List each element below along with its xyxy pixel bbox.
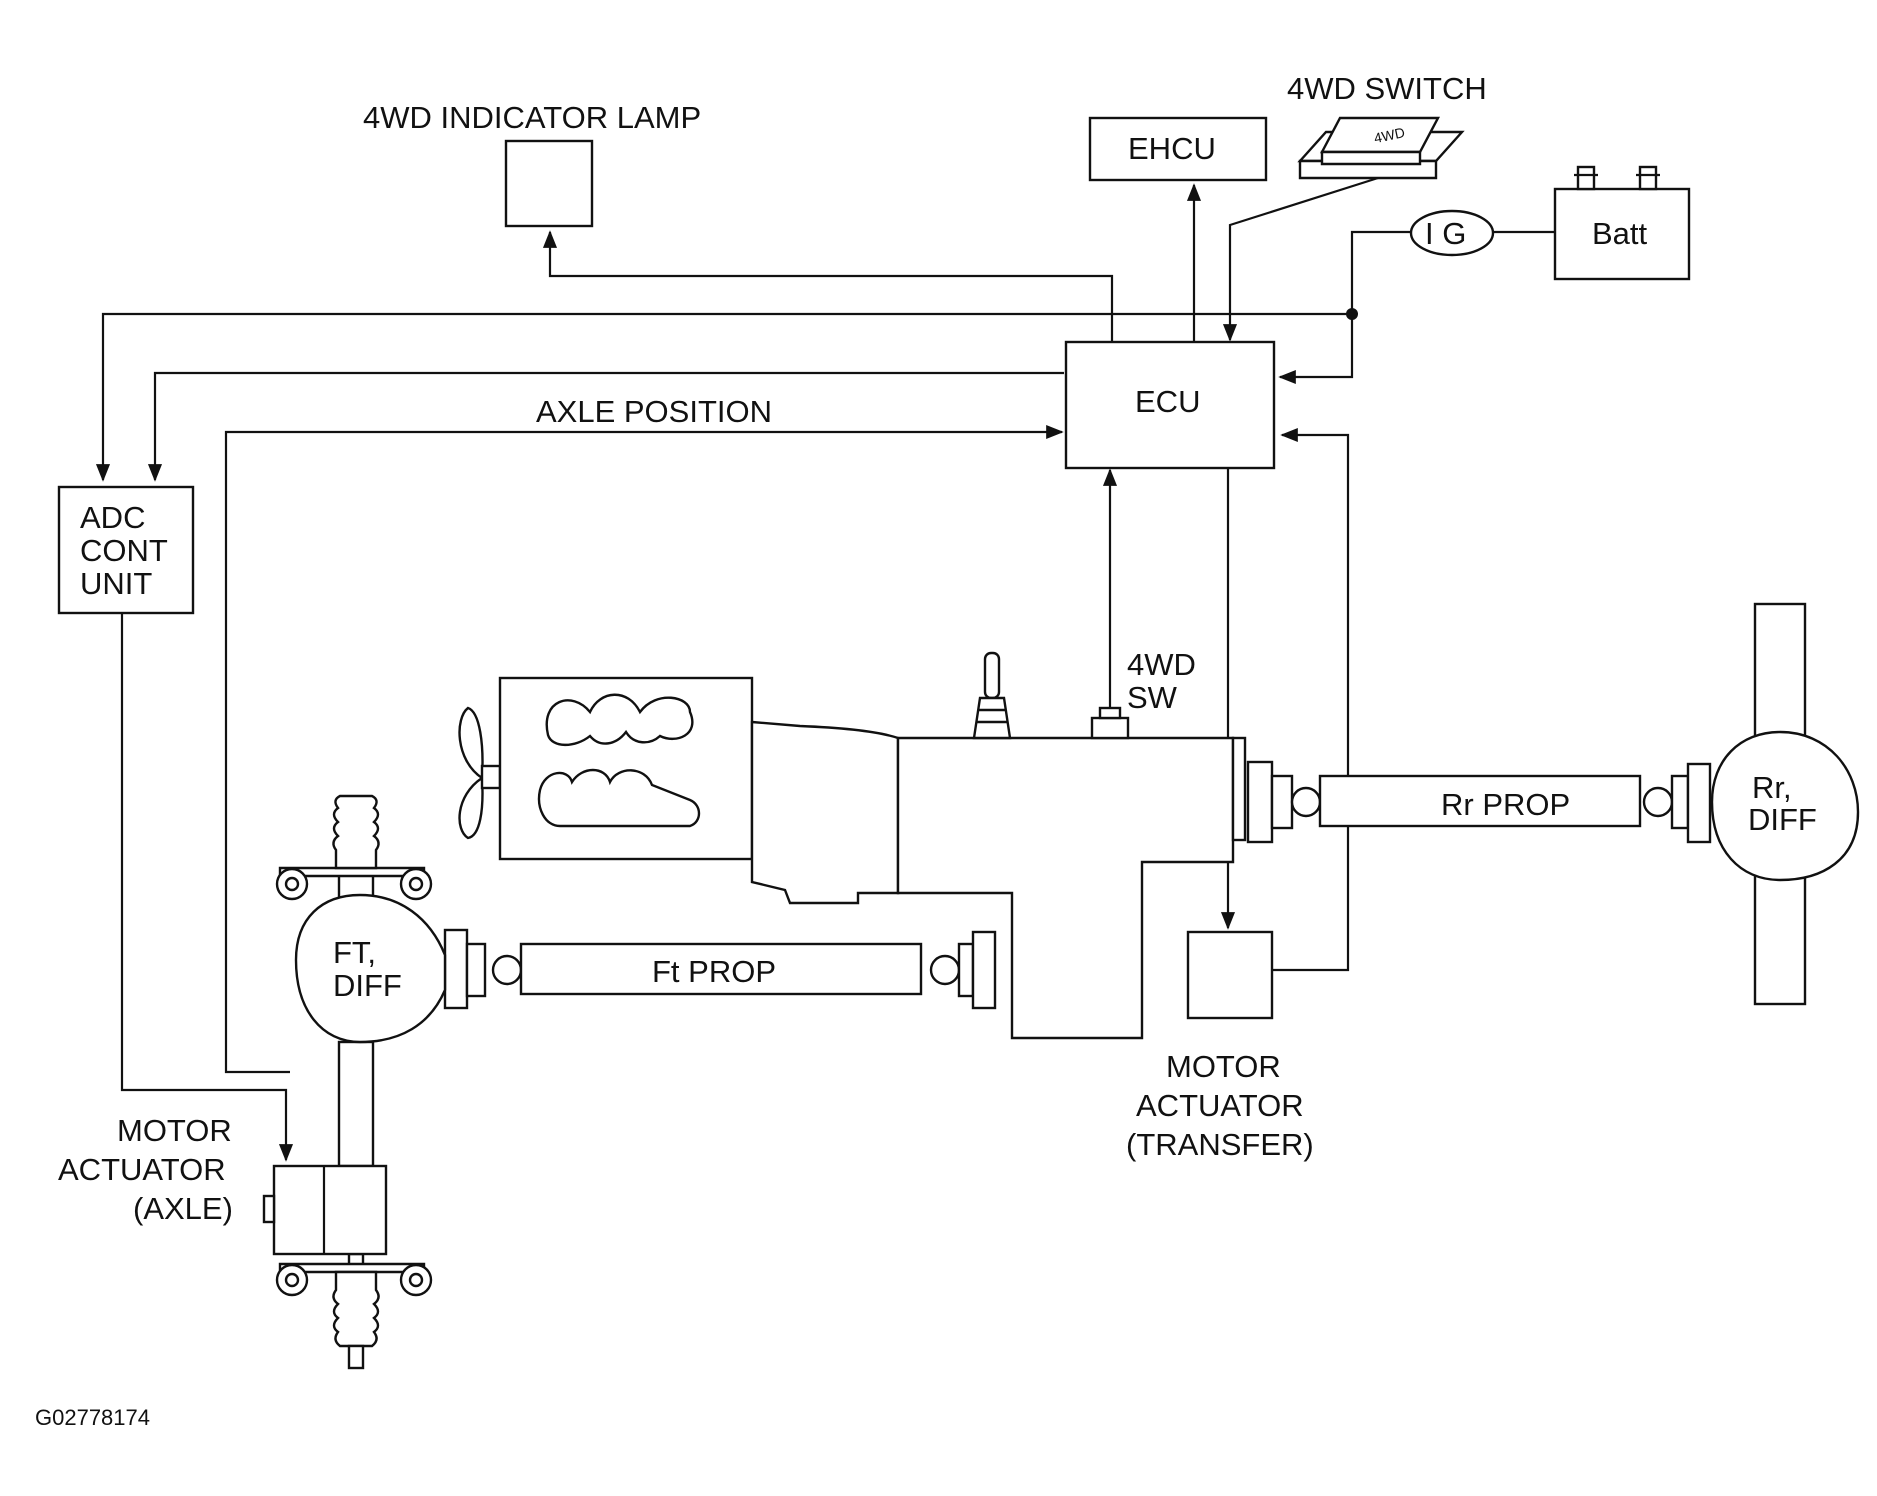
front-diff-housing <box>294 893 447 1044</box>
rr-prop-yoke-rear <box>1670 774 1690 830</box>
wire-ecu-to-adc <box>147 371 1064 482</box>
ft-diff-label-line-2: DIFF <box>333 968 402 1003</box>
ig-label: I G <box>1425 216 1466 251</box>
front-upper-boot <box>332 794 380 870</box>
motor-transfer-label-line-2: ACTUATOR <box>1136 1088 1304 1123</box>
4wd-sw-label-line-1: 4WD <box>1127 647 1196 682</box>
front-lower-shaft-end <box>347 1344 365 1370</box>
front-prop-shaft: Ft PROP <box>443 928 997 1010</box>
ecu-box <box>1064 340 1276 470</box>
ehcu-unit: EHCU <box>1088 116 1268 182</box>
engine-transmission <box>458 651 1247 1040</box>
4wd-sw-sensor <box>1090 716 1130 740</box>
indicator-lamp-box <box>504 139 594 228</box>
wire-ig-to-ecu <box>1278 230 1411 385</box>
ft-prop-flange-rear <box>971 930 997 1010</box>
rr-prop-label: Rr PROP <box>1441 787 1570 822</box>
figure-id: G02778174 <box>35 1405 150 1430</box>
adc-control-unit: ADC CONT UNIT <box>57 485 195 615</box>
ft-prop-tube <box>519 942 923 996</box>
motor-axle-label-line-2: ACTUATOR <box>58 1152 226 1187</box>
motor-actuator-axle-body <box>272 1164 388 1256</box>
front-upper-knuckle-left-inner <box>284 876 300 892</box>
motor-axle-label-line-1: MOTOR <box>117 1113 232 1148</box>
rear-prop-shaft: Rr PROP <box>1246 760 1712 844</box>
transmission <box>750 720 900 905</box>
front-upper-knuckle-right-inner <box>408 876 424 892</box>
wire-adc-to-motor-axle <box>120 612 294 1162</box>
indicator-lamp: 4WD INDICATOR LAMP <box>363 100 701 228</box>
motor-transfer-label-line-1: MOTOR <box>1166 1049 1281 1084</box>
rr-diff-label-line-2: DIFF <box>1748 802 1817 837</box>
rr-prop-flange-front <box>1246 760 1274 844</box>
rr-diff-label-line-1: Rr, <box>1752 770 1792 805</box>
transfer-case <box>896 736 1235 1040</box>
ft-diff-label-line-1: FT, <box>333 935 376 970</box>
engine-fan <box>458 706 484 840</box>
battery-terminal-right <box>1638 165 1658 191</box>
ehcu-box <box>1088 116 1268 182</box>
front-axle-lower-tube <box>337 1040 375 1168</box>
rr-prop-flange-rear <box>1686 762 1712 844</box>
4wd-sw-sensor-cap <box>1098 706 1122 720</box>
adc-label-line-2: CONT <box>80 533 168 568</box>
ft-prop-joint-rear <box>929 954 961 986</box>
front-lower-boot <box>332 1270 380 1348</box>
wire-axle-position <box>224 424 1064 1074</box>
four-wd-switch-label: 4WD SWITCH <box>1287 71 1487 106</box>
adc-label-line-3: UNIT <box>80 566 152 601</box>
four-wd-switch: 4WD SWITCH 4WD <box>1287 71 1487 180</box>
battery-label: Batt <box>1592 216 1648 251</box>
ehcu-label: EHCU <box>1128 131 1216 166</box>
switch-face-label: 4WD <box>1372 124 1406 146</box>
battery: Batt <box>1553 165 1691 281</box>
battery-box <box>1553 187 1691 281</box>
ft-prop-flange-front <box>443 928 469 1010</box>
rr-prop-yoke-front <box>1270 774 1294 830</box>
rear-diff-housing <box>1710 730 1860 882</box>
battery-terminal-left <box>1576 165 1596 191</box>
engine-detail-upper <box>545 693 694 747</box>
adc-box <box>57 485 195 615</box>
rr-prop-joint-front <box>1290 786 1322 818</box>
motor-actuator-transfer-box <box>1186 930 1274 1020</box>
ecu-label: ECU <box>1135 384 1200 419</box>
fan-hub <box>480 764 502 790</box>
ft-prop-joint-front <box>491 954 523 986</box>
rear-axle: Rr, DIFF <box>1710 602 1860 1006</box>
motor-actuator-axle-connector <box>262 1194 276 1224</box>
axle-position-label: AXLE POSITION <box>536 394 772 429</box>
front-lower-knuckle-right-inner <box>408 1272 424 1288</box>
front-axle: FT, DIFF <box>262 794 447 1370</box>
front-lower-knuckle-left-inner <box>284 1272 300 1288</box>
rr-prop-tube <box>1318 774 1642 828</box>
shift-lever <box>983 651 1001 700</box>
wire-ig-to-adc <box>95 312 1352 482</box>
motor-axle-label-line-3: (AXLE) <box>133 1191 233 1226</box>
rr-prop-joint-rear <box>1642 786 1674 818</box>
shift-lever-boot <box>972 696 1012 740</box>
motor-actuator-transfer: MOTOR ACTUATOR (TRANSFER) <box>1126 930 1314 1162</box>
motor-transfer-label-line-3: (TRANSFER) <box>1126 1127 1314 1162</box>
engine-detail-lower <box>537 768 701 828</box>
wire-ecu-to-indicator-lamp <box>542 230 1114 342</box>
ecu-unit: ECU <box>1064 340 1276 470</box>
switch-button-front <box>1320 150 1422 166</box>
wire-motor-transfer-to-ecu <box>1272 427 1350 972</box>
ft-prop-yoke-rear <box>957 942 975 998</box>
wire-switch-to-ecu <box>1222 176 1379 342</box>
ft-prop-yoke-front <box>465 942 487 998</box>
4wd-sw-label-line-2: SW <box>1127 680 1178 715</box>
indicator-lamp-label: 4WD INDICATOR LAMP <box>363 100 701 135</box>
ig-ellipse <box>1409 209 1495 257</box>
adc-label-line-1: ADC <box>80 500 145 535</box>
ft-prop-label: Ft PROP <box>652 954 776 989</box>
transfer-output-flange <box>1231 736 1247 842</box>
ignition-node: I G <box>1409 209 1495 257</box>
